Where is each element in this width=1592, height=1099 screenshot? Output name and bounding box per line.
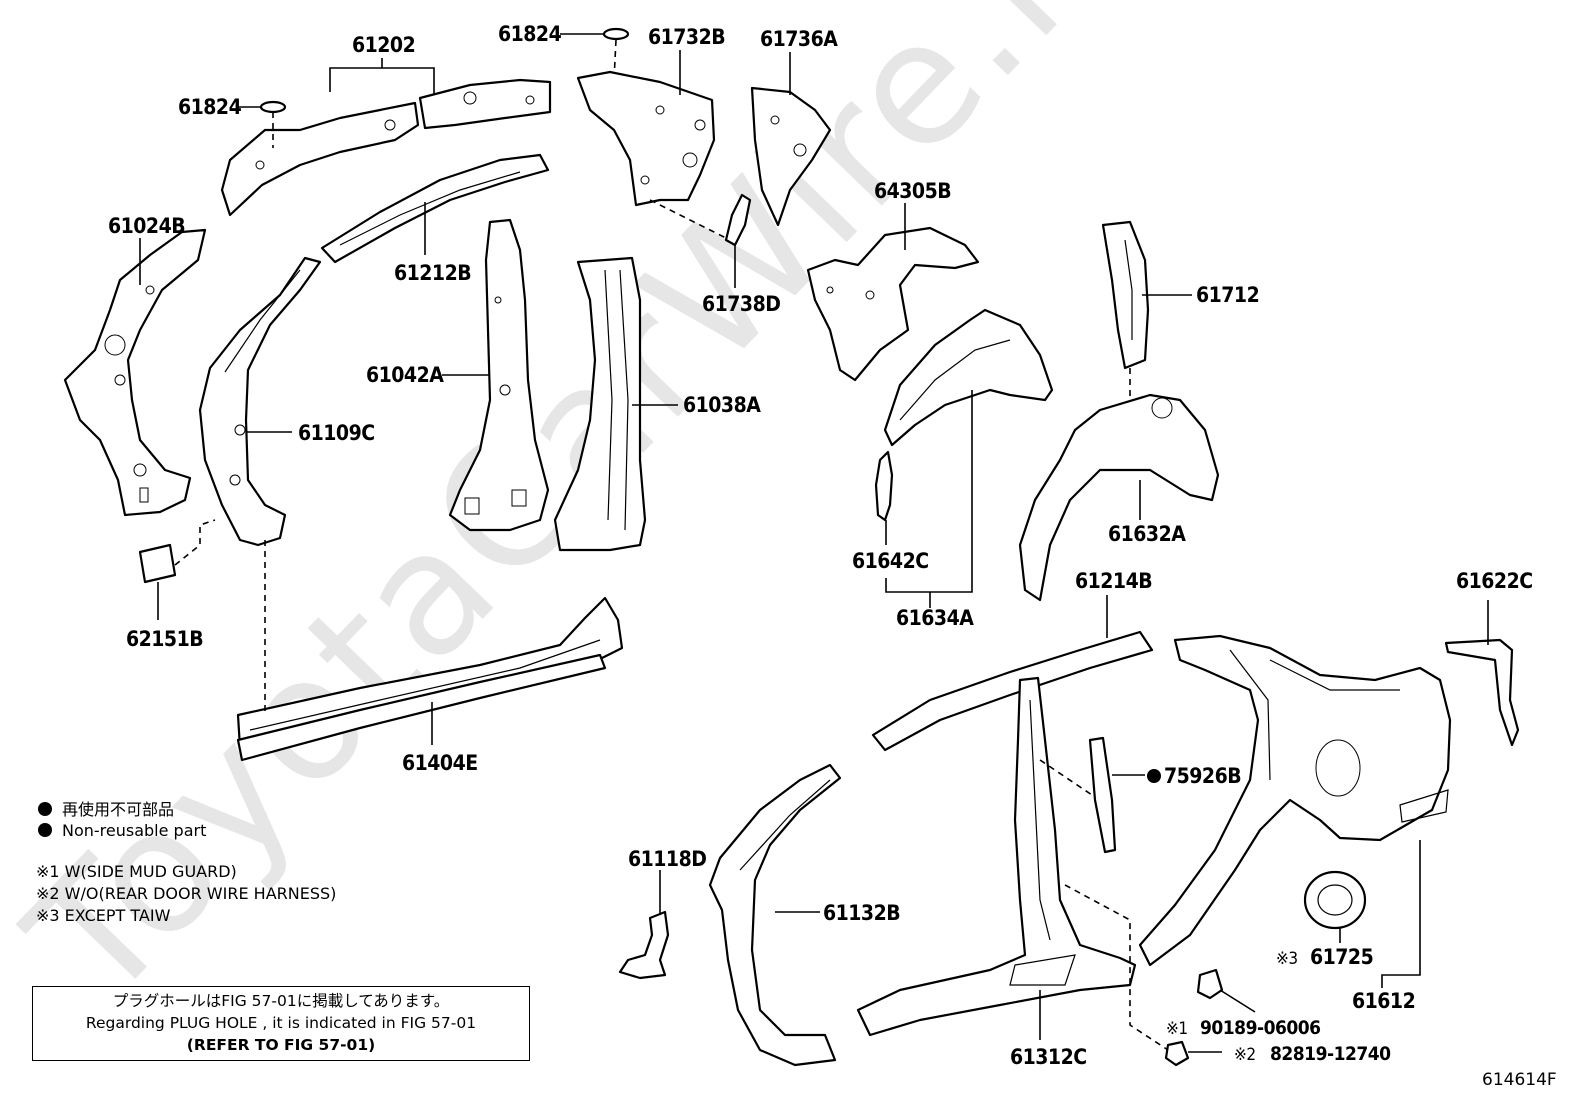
part-61202-roof-rail[interactable] <box>220 78 552 217</box>
part-61712[interactable] <box>1101 220 1150 370</box>
part-61038A[interactable] <box>553 256 647 552</box>
label-61725: 61725 <box>1310 945 1373 969</box>
legend-dot-icon <box>38 823 52 837</box>
part-61404E[interactable] <box>236 596 624 762</box>
part-61118D[interactable] <box>618 910 670 980</box>
part-61214B[interactable] <box>871 630 1154 752</box>
plug-box-line-ref: (REFER TO FIG 57-01) <box>186 1036 376 1054</box>
label-62151B: 62151B <box>126 627 203 651</box>
label-61118D: 61118D <box>628 847 706 871</box>
label-61042A: 61042A <box>366 363 444 387</box>
legend-dot-icon <box>38 802 52 816</box>
legend-jp-text: 再使用不可部品 <box>62 800 175 819</box>
part-61622C[interactable] <box>1444 638 1520 747</box>
part-61738D[interactable] <box>724 193 752 247</box>
plug-box-line-en: Regarding PLUG HOLE , it is indicated in… <box>85 1014 477 1032</box>
label-61132B: 61132B <box>823 901 900 925</box>
part-61109C[interactable] <box>198 256 322 547</box>
label-61824-top: 61824 <box>498 22 562 46</box>
label-61634A: 61634A <box>896 606 974 630</box>
part-61042A[interactable] <box>448 218 550 532</box>
label-61038A: 61038A <box>683 393 761 417</box>
legend-en-text: Non-reusable part <box>62 821 207 840</box>
label-61212B: 61212B <box>394 261 471 285</box>
label-64305B: 64305B <box>874 179 951 203</box>
part-61732B[interactable] <box>576 70 716 207</box>
part-61736A[interactable] <box>750 86 832 227</box>
label-90189: 90189-06006 <box>1200 1017 1321 1039</box>
part-61132B[interactable] <box>708 763 842 1067</box>
label-61642C: 61642C <box>852 549 929 573</box>
label-61736A: 61736A <box>760 27 838 51</box>
note-1: ※1 W(SIDE MUD GUARD) <box>36 862 237 881</box>
label-61712: 61712 <box>1196 283 1259 307</box>
part-75926B[interactable] <box>1088 736 1117 854</box>
label-61732B: 61732B <box>648 25 725 49</box>
part-61824-plug-left[interactable] <box>259 100 287 114</box>
label-61622C: 61622C <box>1456 569 1533 593</box>
label-90189-mark: ※1 <box>1166 1019 1188 1039</box>
label-61824-left: 61824 <box>178 95 242 119</box>
part-61634A[interactable] <box>883 308 1054 447</box>
label-61109C: 61109C <box>298 421 375 445</box>
part-61642C[interactable] <box>874 450 894 522</box>
part-61725[interactable] <box>1303 870 1367 930</box>
part-61824-plug-top[interactable] <box>602 27 630 41</box>
label-82819-mark: ※2 <box>1234 1045 1256 1065</box>
label-75926B: 75926B <box>1164 764 1241 788</box>
part-61312C[interactable] <box>856 676 1137 1037</box>
plug-hole-note-box: プラグホールはFIG 57-01に掲載してあります。 Regarding PLU… <box>32 986 530 1061</box>
label-61612: 61612 <box>1352 989 1415 1013</box>
legend-en: Non-reusable part <box>38 821 206 840</box>
part-90189-06006-clip[interactable] <box>1196 968 1224 1000</box>
label-61214B: 61214B <box>1075 569 1152 593</box>
part-61632A[interactable] <box>1018 393 1220 602</box>
figure-code: 614614F <box>1482 1070 1557 1090</box>
label-61202: 61202 <box>352 33 415 57</box>
part-82819-12740-clip[interactable] <box>1164 1040 1190 1067</box>
part-64305B[interactable] <box>806 226 980 382</box>
label-61738D: 61738D <box>702 292 780 316</box>
part-61212B[interactable] <box>320 153 550 264</box>
plug-box-line-jp: プラグホールはFIG 57-01に掲載してあります。 <box>112 992 450 1010</box>
legend-jp: 再使用不可部品 <box>38 796 174 820</box>
label-61312C: 61312C <box>1010 1045 1087 1069</box>
label-82819: 82819-12740 <box>1270 1043 1391 1065</box>
note-2: ※2 W/O(REAR DOOR WIRE HARNESS) <box>36 884 337 903</box>
non-reusable-dot-75926B <box>1147 769 1161 783</box>
label-61024B: 61024B <box>108 214 185 238</box>
label-61632A: 61632A <box>1108 522 1186 546</box>
part-61024B[interactable] <box>63 228 207 517</box>
part-61612[interactable] <box>1138 634 1452 967</box>
label-61404E: 61404E <box>402 751 478 775</box>
label-61725-mark: ※3 <box>1276 949 1298 969</box>
note-3: ※3 EXCEPT TAIW <box>36 906 171 925</box>
part-62151B[interactable] <box>138 543 177 584</box>
